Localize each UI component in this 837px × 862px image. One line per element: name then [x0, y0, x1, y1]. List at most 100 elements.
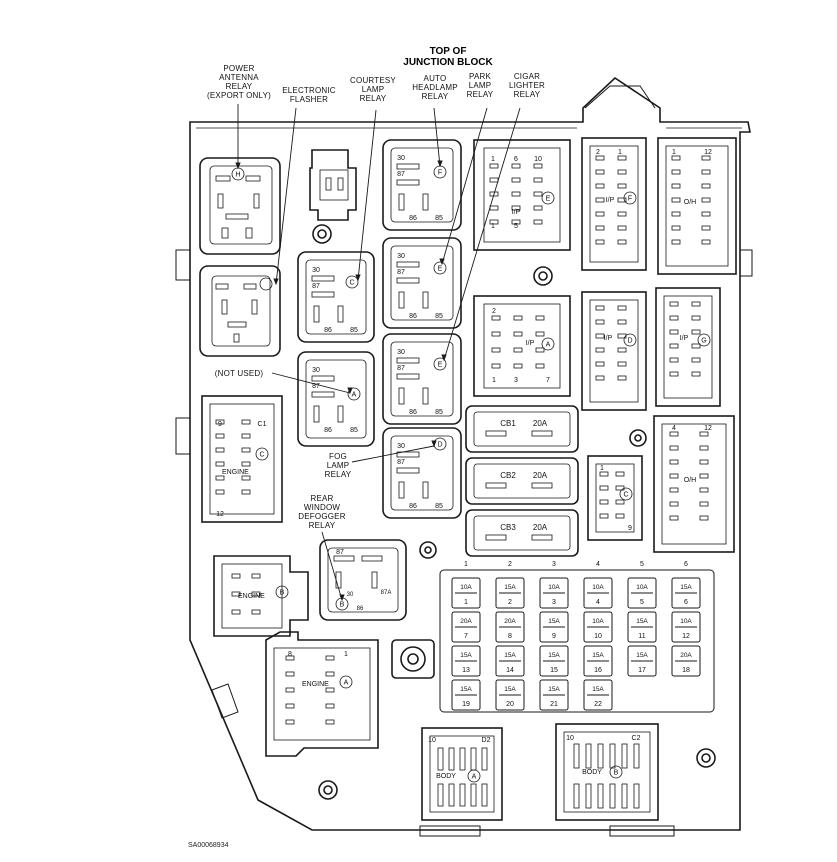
callout-arrowhead	[437, 160, 443, 168]
terminal-slot	[241, 489, 251, 495]
mounting-boss	[533, 266, 553, 286]
terminal-slot	[285, 655, 295, 661]
terminal-slot	[491, 363, 501, 369]
connector-label-ip: I/P	[680, 335, 689, 342]
terminal-slot	[535, 315, 545, 321]
terminal-slot	[595, 155, 605, 161]
callout-electronic-flasher: ELECTRONIC FLASHER	[282, 86, 336, 104]
terminal-slot	[396, 467, 420, 474]
connector-body-b	[555, 723, 659, 821]
terminal-slot	[671, 211, 681, 217]
fuse-number: 17	[638, 667, 646, 674]
connector-label-oh: O/H	[684, 199, 696, 206]
terminal-slot	[285, 687, 295, 693]
terminal-slot	[489, 163, 499, 169]
connector-label-ip: I/P	[606, 197, 615, 204]
terminal-slot	[691, 301, 701, 307]
terminal-slot	[671, 197, 681, 203]
fuse-slot	[583, 577, 613, 609]
terminal-slot	[699, 515, 709, 521]
terminal-slot	[215, 475, 225, 481]
connector-letter: G	[701, 338, 706, 345]
fuse-number: 15	[550, 667, 558, 674]
pin-number: 1	[672, 149, 676, 156]
mounting-boss	[318, 780, 338, 800]
terminal-slot	[615, 471, 625, 477]
fuse-column-number: 2	[508, 561, 512, 568]
terminal-slot	[699, 501, 709, 507]
fuse-number: 14	[506, 667, 514, 674]
fuse-amperage: 20A	[504, 618, 516, 625]
terminal-slot	[245, 227, 253, 239]
terminal-slot	[597, 743, 604, 769]
terminal-slot	[313, 405, 320, 423]
terminal-slot	[617, 183, 627, 189]
fuse-amperage: 15A	[636, 652, 648, 659]
terminal-slot	[531, 430, 553, 437]
terminal-slot	[595, 225, 605, 231]
connector-body-a	[421, 727, 503, 821]
pin-number: 1	[344, 651, 348, 658]
terminal-slot	[533, 177, 543, 183]
fuse-amperage: 15A	[504, 584, 516, 591]
terminal-slot	[422, 291, 429, 309]
left-tab-lower	[175, 417, 191, 455]
terminal-slot	[599, 471, 609, 477]
callout-arrowhead	[355, 274, 361, 282]
connector-letter: E	[438, 362, 443, 369]
terminal-slot	[253, 193, 260, 209]
connector-label-ip: I/P	[604, 335, 613, 342]
relay-pin-87: 87	[336, 549, 344, 556]
pin-number: 3	[514, 377, 518, 384]
terminal-slot	[459, 747, 466, 771]
terminal-slot	[361, 555, 383, 562]
fuse-slot	[539, 645, 569, 677]
terminal-slot	[533, 163, 543, 169]
connector-letter: A	[472, 774, 477, 781]
terminal-slot	[669, 315, 679, 321]
relay-pin-87: 87	[312, 283, 320, 290]
terminal-slot	[311, 391, 335, 398]
terminal-slot	[701, 239, 711, 245]
fuse-amperage: 10A	[592, 584, 604, 591]
terminal-slot	[701, 225, 711, 231]
terminal-slot	[595, 239, 605, 245]
terminal-slot	[669, 473, 679, 479]
terminal-slot	[595, 361, 605, 367]
relay-socket-park-lamp	[382, 237, 462, 329]
terminal-slot	[241, 419, 251, 425]
connector-ip-g	[655, 287, 721, 407]
bolt-pad	[391, 639, 435, 679]
fuse-slot	[495, 577, 525, 609]
relay-pin-87: 87	[397, 365, 405, 372]
pin-number: 1	[491, 156, 495, 163]
fuse-slot	[627, 611, 657, 643]
pin-number: 9	[628, 525, 632, 532]
fuse-amperage: 15A	[592, 686, 604, 693]
terminal-slot	[448, 783, 455, 807]
terminal-slot	[669, 357, 679, 363]
relay-pin-85: 85	[435, 215, 443, 222]
terminal-slot	[595, 375, 605, 381]
callout-arrowhead	[339, 594, 345, 602]
callout-arrowhead	[441, 354, 447, 362]
pin-number: 1	[600, 465, 604, 472]
terminal-slot	[513, 347, 523, 353]
callout-leader-line	[321, 531, 343, 601]
terminal-slot	[251, 573, 261, 579]
callout-park-lamp-relay: PARK LAMP RELAY	[466, 72, 494, 99]
terminal-slot	[513, 363, 523, 369]
terminal-slot	[609, 743, 616, 769]
fuse-column-number: 3	[552, 561, 556, 568]
terminal-slot	[669, 371, 679, 377]
terminal-slot	[398, 291, 405, 309]
terminal-slot	[617, 155, 627, 161]
terminal-slot	[671, 183, 681, 189]
terminal-slot	[285, 703, 295, 709]
terminal-slot	[437, 747, 444, 771]
connector-engine-b	[213, 555, 309, 637]
connector-letter: A	[352, 392, 357, 399]
mounting-boss	[419, 541, 437, 559]
terminal-slot	[313, 305, 320, 323]
terminal-slot	[585, 783, 592, 809]
